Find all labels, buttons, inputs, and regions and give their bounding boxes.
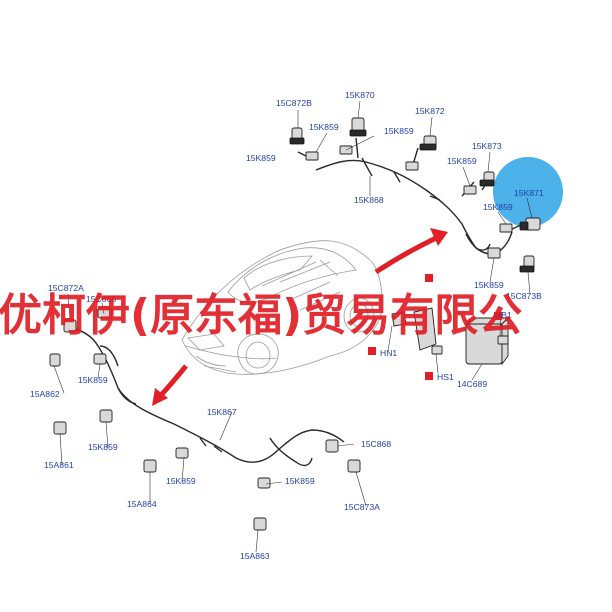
label-15c872a: 15C872A (48, 283, 84, 293)
label-15k859-b: 15K859 (384, 126, 414, 136)
label-15k872: 15K872 (415, 106, 445, 116)
label-15k859-f: 15K859 (474, 280, 504, 290)
label-15k859-a: 15K859 (309, 122, 339, 132)
leader-lines (53, 100, 533, 553)
label-15k859-g: 15K859 (78, 375, 108, 385)
label-15k868: 15K868 (354, 195, 384, 205)
label-hs1: HS1 (437, 372, 454, 382)
label-15a863: 15A863 (240, 551, 270, 561)
part-labels: 15C872B 15K870 15K872 15K859 15K859 15K8… (30, 90, 544, 561)
label-15k871: 15K871 (514, 188, 544, 198)
label-15c872b: 15C872B (276, 98, 312, 108)
marker-hn1 (368, 347, 376, 355)
label-15c873a: 15C873A (344, 502, 380, 512)
front-harness (69, 327, 345, 467)
label-14c689: 14C689 (457, 379, 487, 389)
label-15a861: 15A861 (44, 460, 74, 470)
arrow-rear (374, 228, 448, 275)
marker-hs1 (425, 372, 433, 380)
label-15c868-a: 15C868 (86, 294, 116, 304)
label-15c873b: 15C873B (506, 291, 542, 301)
label-15k859-i: 15K859 (166, 476, 196, 486)
watermark: 优柯伊(原东福)贸易有限公 (0, 290, 522, 341)
arrow-front (152, 364, 188, 406)
car-outline (181, 240, 383, 375)
label-hb1: HB1 (495, 310, 512, 320)
label-hn1: HN1 (380, 348, 397, 358)
label-15a864: 15A864 (127, 499, 157, 509)
label-15a862: 15A862 (30, 389, 60, 399)
rear-parts (289, 117, 541, 273)
front-parts (49, 307, 361, 531)
marker-top (425, 274, 433, 282)
label-15k859-d: 15K859 (447, 156, 477, 166)
label-15k859-h: 15K859 (88, 442, 118, 452)
label-15k859-j: 15K859 (285, 476, 315, 486)
highlight-circle (493, 157, 563, 227)
label-15c868-b: 15C868 (361, 439, 391, 449)
marker-hb1 (494, 312, 502, 320)
module-group (391, 307, 510, 366)
label-15k873: 15K873 (472, 141, 502, 151)
label-15k867: 15K867 (207, 407, 237, 417)
label-15k870: 15K870 (345, 90, 375, 100)
label-15k859-c: 15K859 (246, 153, 276, 163)
label-15k859-e: 15K859 (483, 202, 513, 212)
